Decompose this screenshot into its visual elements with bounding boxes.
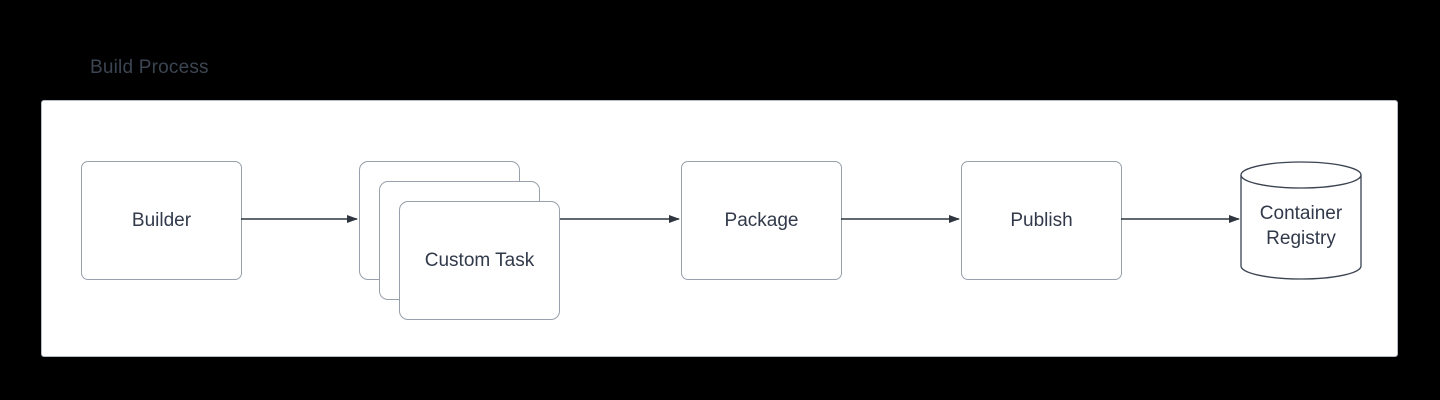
cylinder-icon [1240,161,1362,280]
node-publish[interactable]: Publish [961,161,1122,280]
node-package[interactable]: Package [681,161,842,280]
node-builder-label: Builder [131,209,192,231]
node-container-registry[interactable]: Container Registry [1240,161,1362,280]
node-publish-label: Publish [1010,209,1073,231]
node-custom-task-card-front[interactable]: Custom Task [399,201,560,320]
diagram-title: Build Process [90,57,209,78]
node-custom-task-label-front: Custom Task [424,249,535,271]
node-builder[interactable]: Builder [81,161,242,280]
build-process-panel: Builder Custom Task Custom Task Custom T… [41,100,1398,357]
node-package-label: Package [724,209,799,231]
